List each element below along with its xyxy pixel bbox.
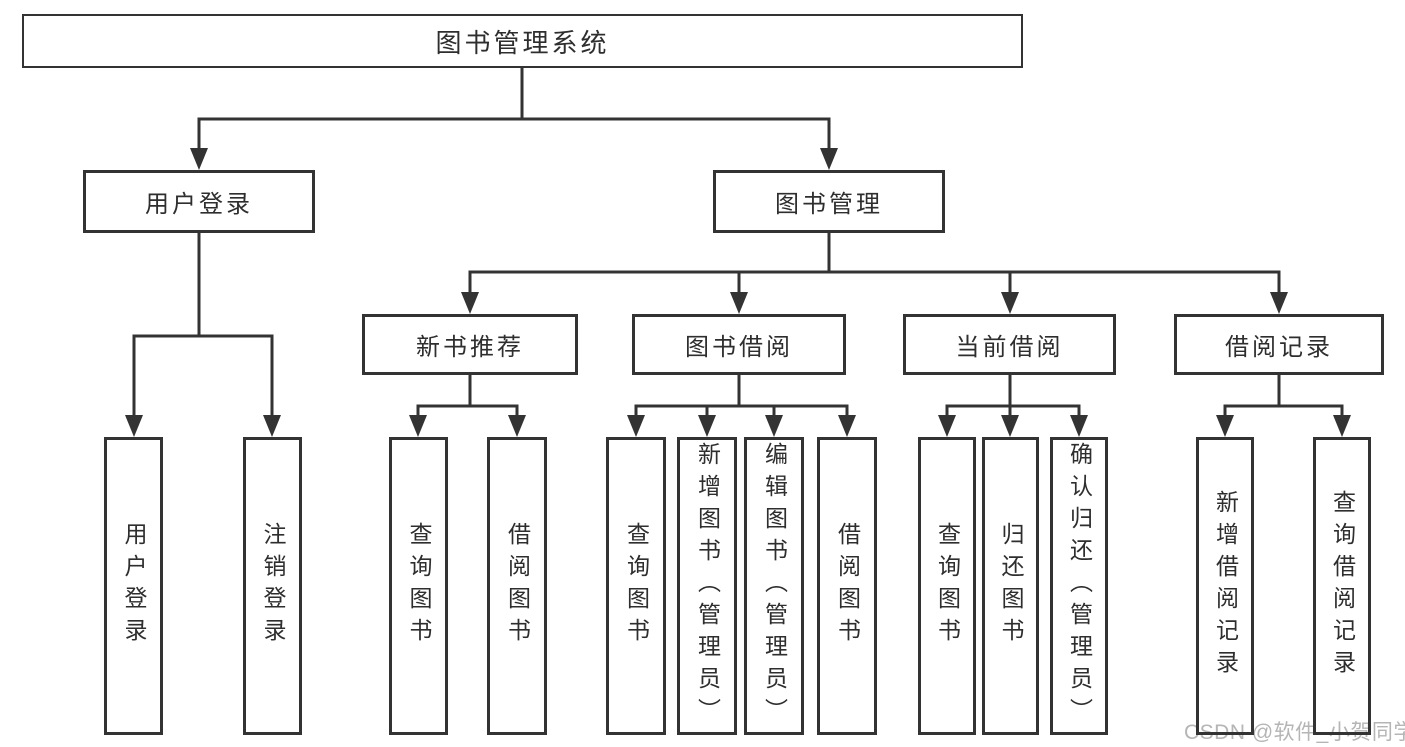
node-book-borrow: 图书借阅	[632, 314, 846, 375]
leaf-bb-query-books: 查询图书	[606, 437, 666, 735]
leaf-logout-label: 注销登录	[260, 522, 286, 650]
connector-segments	[132, 68, 1344, 421]
node-current-borrow: 当前借阅	[903, 314, 1116, 375]
leaf-nbr-query-books: 查询图书	[389, 437, 448, 735]
node-book-management-system: 图书管理系统	[22, 14, 1023, 68]
leaf-nbr-query-books-label: 查询图书	[406, 522, 432, 650]
node-book-management-label: 图书管理	[775, 191, 883, 218]
leaf-bb-edit-books-label: 编辑图书（管理员）	[761, 442, 788, 730]
arrowhead-icons	[125, 148, 1351, 437]
leaf-nbr-borrow-books: 借阅图书	[487, 437, 547, 735]
node-book-management: 图书管理	[713, 170, 945, 233]
leaf-cb-return-books: 归还图书	[982, 437, 1039, 735]
leaf-cb-confirm-return-label: 确认归还（管理员）	[1066, 442, 1093, 730]
node-new-book-recommend: 新书推荐	[362, 314, 578, 375]
leaf-bb-borrow-books: 借阅图书	[817, 437, 877, 735]
node-borrow-records-label: 借阅记录	[1225, 334, 1333, 361]
leaf-br-query-record-label: 查询借阅记录	[1329, 490, 1356, 682]
leaf-logout: 注销登录	[243, 437, 302, 735]
leaf-user-login-label: 用户登录	[121, 522, 147, 650]
leaf-cb-confirm-return: 确认归还（管理员）	[1050, 437, 1108, 735]
leaf-bb-add-books-label: 新增图书（管理员）	[694, 442, 721, 730]
leaf-bb-borrow-books-label: 借阅图书	[834, 522, 861, 650]
node-borrow-records: 借阅记录	[1174, 314, 1384, 375]
node-new-book-recommend-label: 新书推荐	[416, 334, 524, 361]
leaf-nbr-borrow-books-label: 借阅图书	[504, 522, 531, 650]
leaf-bb-query-books-label: 查询图书	[623, 522, 650, 650]
leaf-bb-add-books: 新增图书（管理员）	[677, 437, 737, 735]
leaf-br-add-record-label: 新增借阅记录	[1212, 490, 1239, 682]
csdn-watermark: CSDN @软件_小贺同学	[1184, 721, 1405, 744]
leaf-br-query-record: 查询借阅记录	[1313, 437, 1371, 735]
node-user-login-label: 用户登录	[145, 191, 253, 218]
leaf-user-login: 用户登录	[104, 437, 163, 735]
leaf-cb-query-books-label: 查询图书	[934, 522, 961, 650]
leaf-cb-query-books: 查询图书	[918, 437, 976, 735]
node-current-borrow-label: 当前借阅	[955, 334, 1064, 361]
node-user-login: 用户登录	[83, 170, 315, 233]
leaf-bb-edit-books: 编辑图书（管理员）	[744, 437, 804, 735]
leaf-cb-return-books-label: 归还图书	[998, 522, 1024, 650]
leaf-br-add-record: 新增借阅记录	[1196, 437, 1254, 735]
node-book-management-system-label: 图书管理系统	[435, 27, 610, 58]
node-book-borrow-label: 图书借阅	[685, 334, 793, 361]
